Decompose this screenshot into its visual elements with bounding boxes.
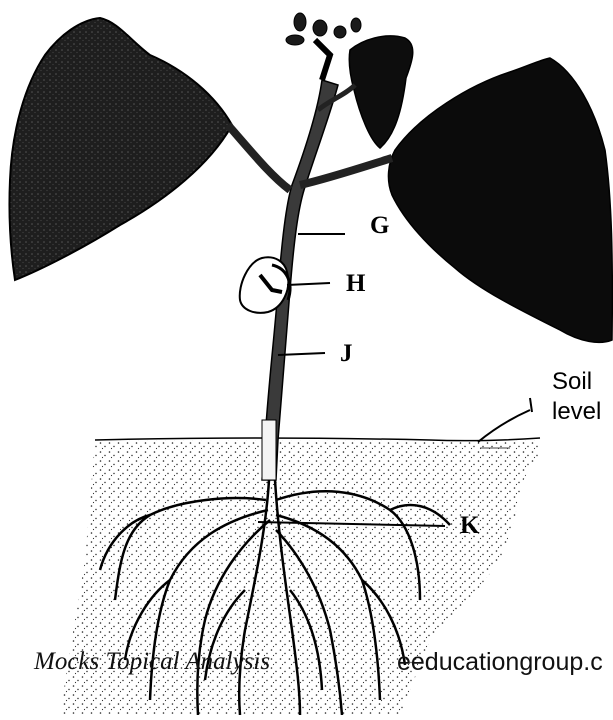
pointer-h <box>287 283 330 285</box>
label-h: H <box>346 270 365 298</box>
label-j: J <box>340 340 353 368</box>
footer-right-text: eeducationgroup.c <box>397 648 603 677</box>
upper-right-leaf <box>349 36 413 148</box>
label-k: K <box>460 512 479 540</box>
label-g: G <box>370 212 389 240</box>
left-leaf <box>9 18 232 280</box>
soil-level-label: Soil level <box>552 367 601 427</box>
soil-label-line1: Soil <box>552 367 601 397</box>
footer-left-text: Mocks Topical Analysis <box>34 648 270 676</box>
right-leaf <box>388 58 612 342</box>
soil-label-line2: level <box>552 397 601 427</box>
pointer-soil <box>478 410 530 442</box>
